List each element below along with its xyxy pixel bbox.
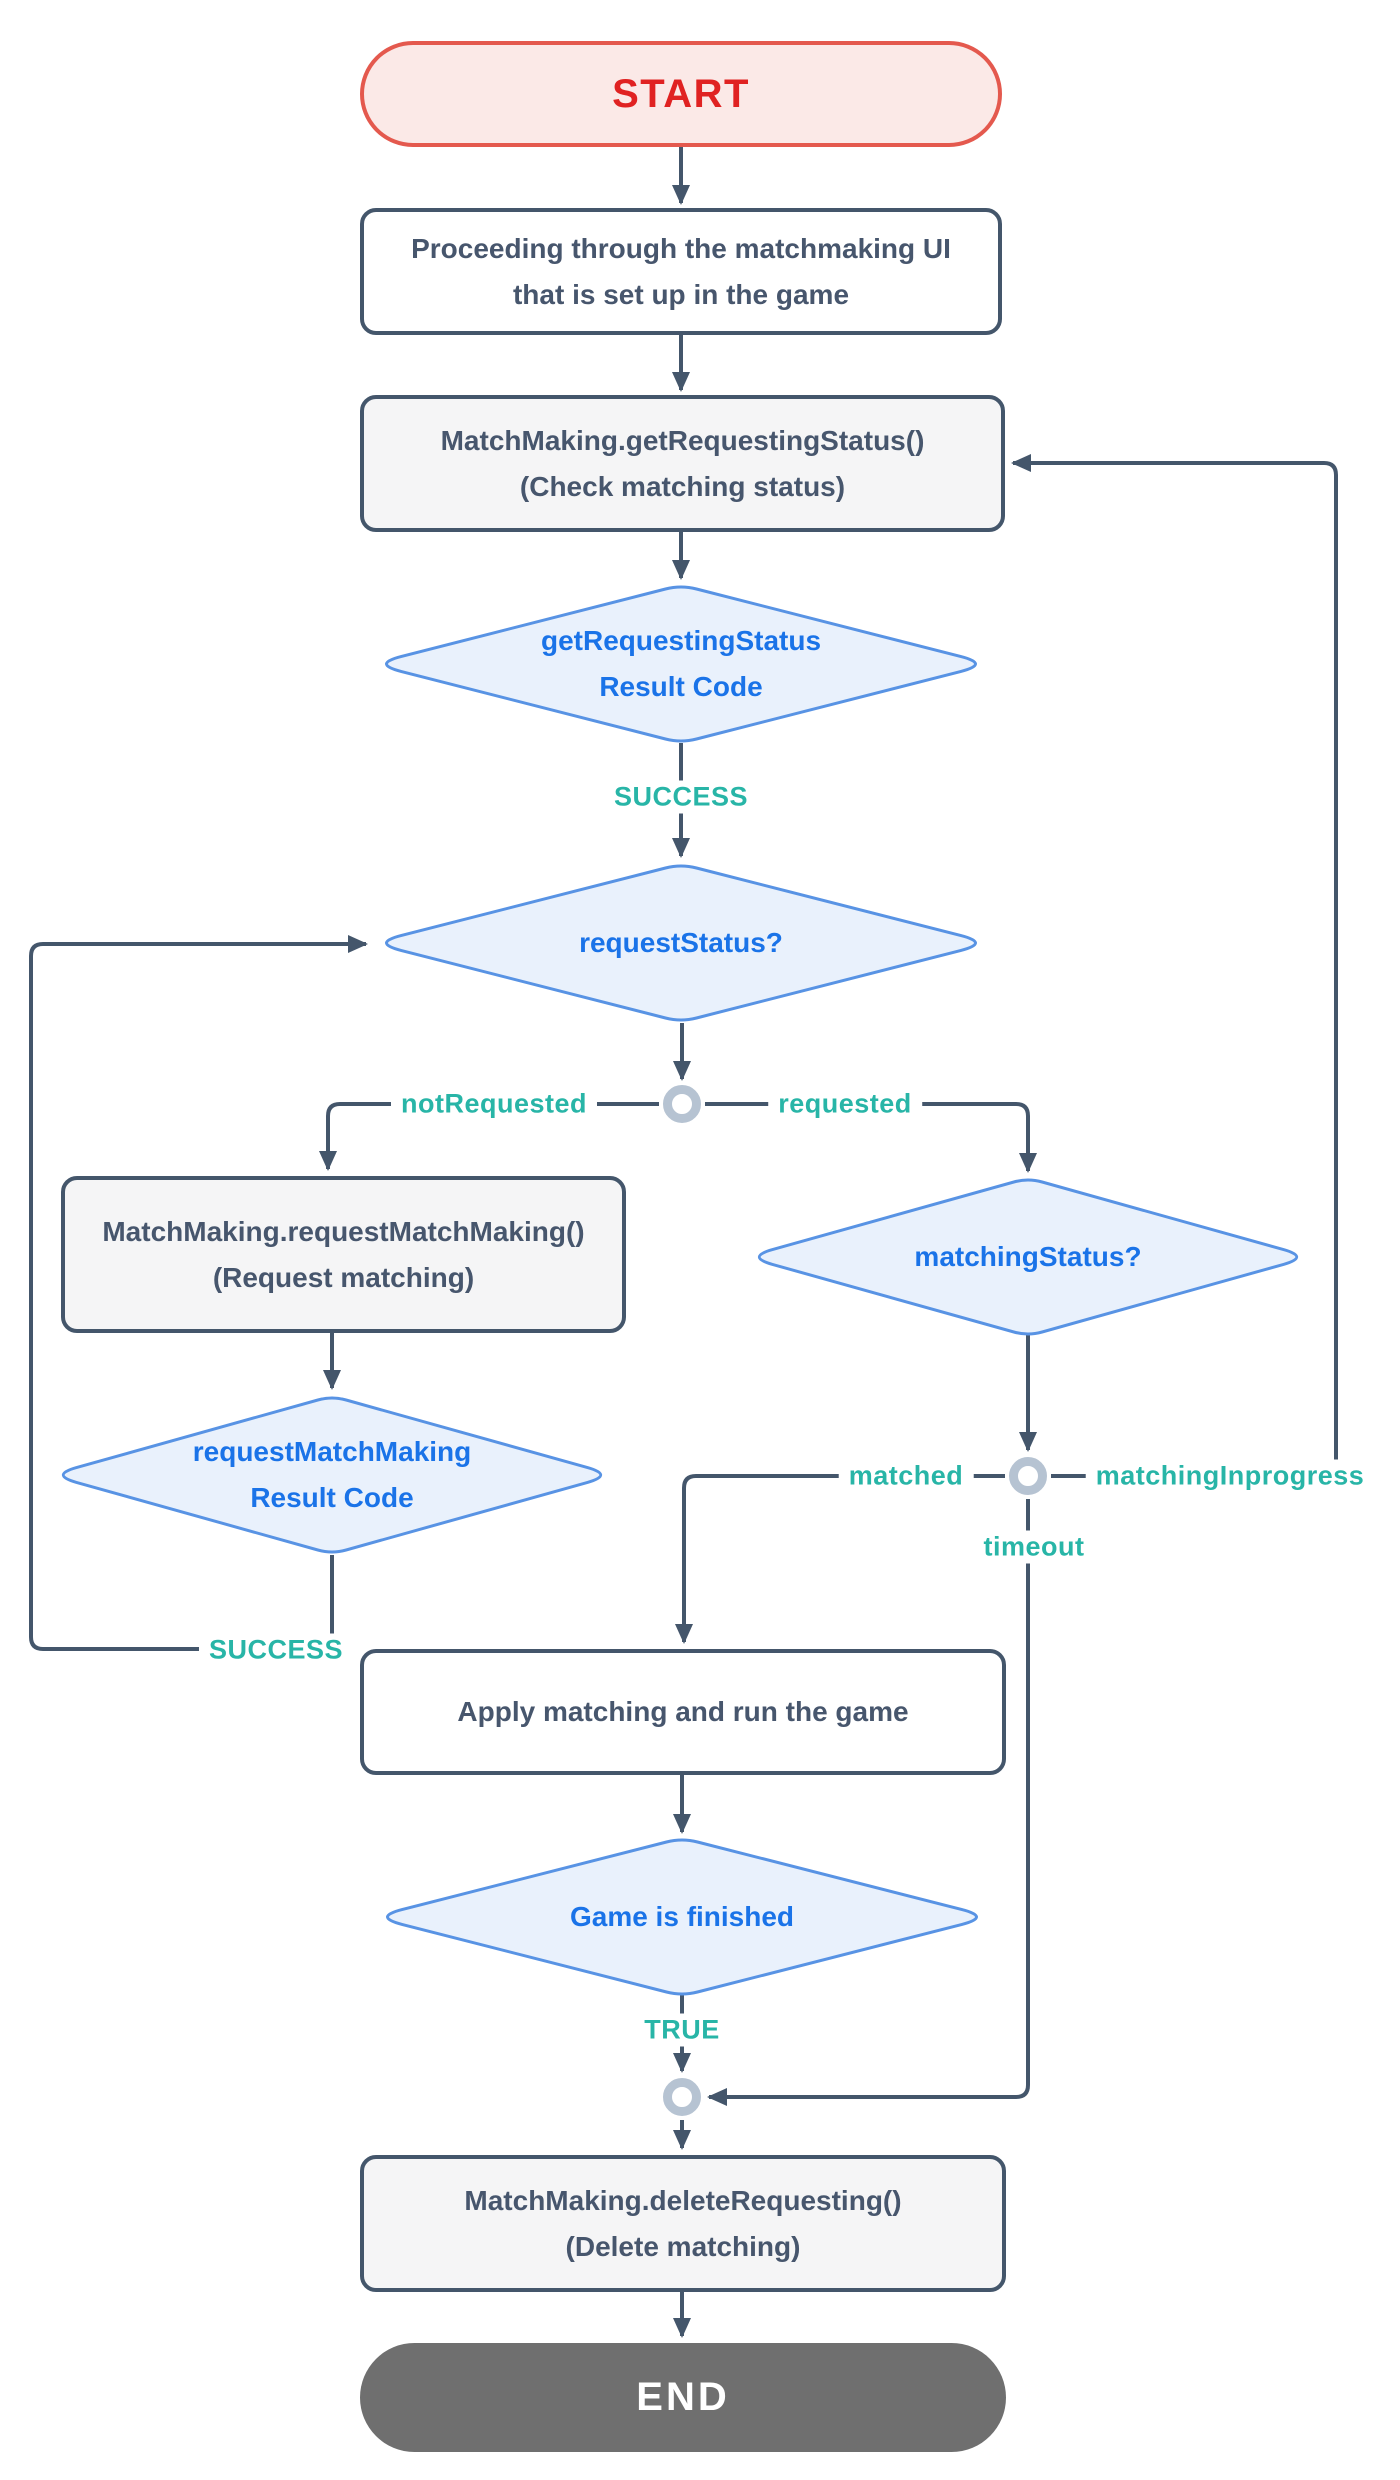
decision-label-matching-status: matchingStatus?	[914, 1241, 1142, 1272]
edge-label-true: TRUE	[634, 2013, 730, 2047]
edge-label-matched: matched	[838, 1459, 974, 1493]
process-line: that is set up in the game	[512, 278, 850, 310]
process-line: (Delete matching)	[565, 2230, 801, 2262]
decision-label-get-requesting-status-result: getRequestingStatus Result Code	[540, 625, 822, 702]
decision-label-request-status: requestStatus?	[579, 927, 783, 958]
edge-label-requested: requested	[768, 1087, 922, 1121]
process-delete-requesting: MatchMaking.deleteRequesting() (Delete m…	[360, 2155, 1006, 2292]
edge-label-success-loop: SUCCESS	[198, 1633, 354, 1667]
process-request-matchmaking: MatchMaking.requestMatchMaking() (Reques…	[61, 1176, 626, 1333]
process-line: (Request matching)	[212, 1261, 475, 1293]
process-line: MatchMaking.deleteRequesting()	[464, 2185, 902, 2217]
process-line: Proceeding through the matchmaking UI	[411, 233, 951, 265]
junction-matching-status	[1009, 1457, 1047, 1495]
edge-label-not-requested: notRequested	[390, 1087, 598, 1121]
process-get-requesting-status: MatchMaking.getRequestingStatus() (Check…	[360, 395, 1005, 532]
process-line: (Check matching status)	[519, 470, 846, 502]
process-line: Apply matching and run the game	[457, 1696, 909, 1728]
process-line: MatchMaking.getRequestingStatus()	[440, 425, 925, 457]
decision-label-game-finished: Game is finished	[569, 1901, 795, 1932]
junction-before-delete	[663, 2078, 701, 2116]
start-node: START	[360, 41, 1002, 147]
connector-junction2-matched	[675, 1474, 1005, 1644]
process-apply-matching: Apply matching and run the game	[360, 1649, 1006, 1775]
edge-label-matching-inprogress: matchingInprogress	[1085, 1459, 1375, 1493]
edge-label-timeout: timeout	[973, 1530, 1095, 1564]
process-line: MatchMaking.requestMatchMaking()	[102, 1216, 585, 1248]
connector-junction1-notrequested	[319, 1102, 659, 1171]
end-node: END	[360, 2343, 1006, 2452]
decision-label-request-matchmaking-result: requestMatchMaking Result Code	[192, 1436, 472, 1513]
junction-request-status	[663, 1085, 701, 1123]
connector-junction1-requested	[705, 1102, 1037, 1173]
start-label: START	[612, 71, 750, 116]
process-proceed-ui: Proceeding through the matchmaking UI th…	[360, 208, 1002, 335]
edge-label-success-top: SUCCESS	[603, 780, 759, 814]
end-label: END	[636, 2375, 730, 2419]
connector-junction2-timeout	[707, 1499, 1030, 2106]
